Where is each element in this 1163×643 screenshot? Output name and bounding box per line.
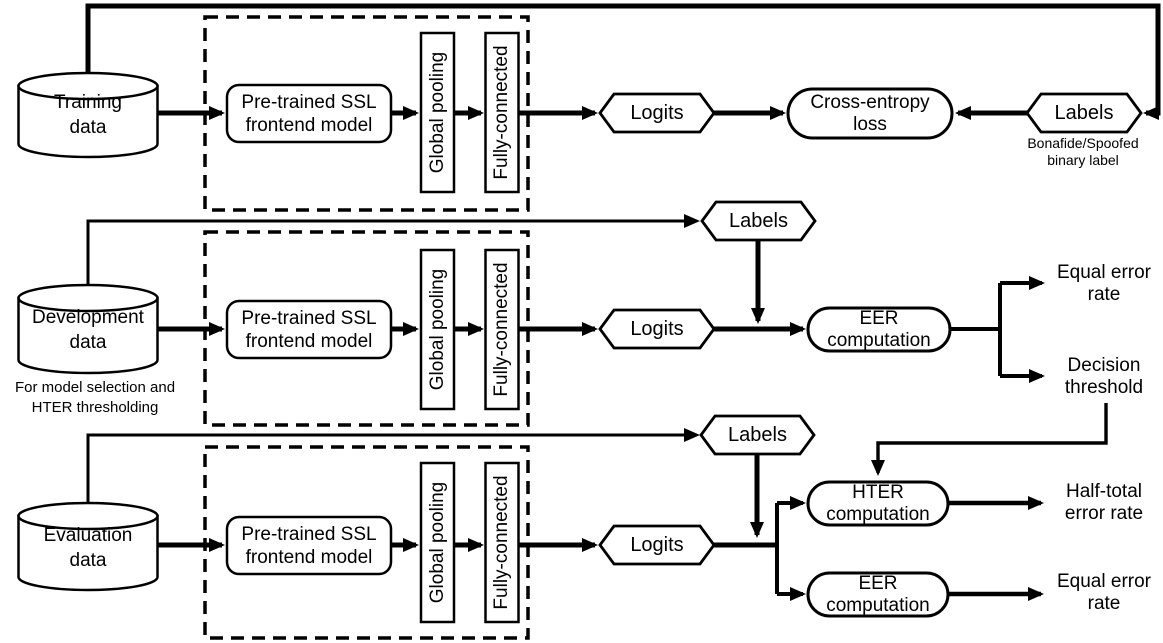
- global-pooling-label-1: Global pooling: [427, 51, 448, 174]
- global-pooling-label-3: Global pooling: [427, 481, 448, 604]
- training-labels-feedback-line: [85, 3, 1161, 120]
- labels-label-1: Labels: [1054, 101, 1114, 124]
- logits-hexagon-3: [598, 524, 716, 566]
- fully-connected-box-1: [484, 31, 520, 194]
- half-total-error-rate-label: Half-total error rate: [1064, 480, 1144, 524]
- cross-entropy-stadium: [786, 87, 954, 140]
- global-pooling-box-2: [419, 248, 456, 411]
- evaluation-to-labels-line: [86, 428, 700, 508]
- logits-label-2: Logits: [630, 317, 684, 340]
- labels-hexagon-3: [699, 414, 816, 456]
- fully-connected-label-3: Fully-connected: [491, 475, 512, 610]
- ssl-model-box-2: [225, 299, 393, 360]
- hter-computation-label: HTER computation: [826, 481, 930, 525]
- eer-output-branch-line: [950, 283, 1002, 376]
- fully-connected-box-3: [484, 461, 520, 624]
- training-data-cylinder-top: [17, 71, 159, 101]
- training-data-cylinder: [17, 84, 159, 159]
- global-pooling-label-2: Global pooling: [427, 268, 448, 391]
- labels-hexagon-1: [1025, 92, 1143, 134]
- ssl-model-box-3: [225, 515, 393, 576]
- labels-caption: Bonafide/Spoofed binary label: [1027, 135, 1139, 168]
- evaluation-data-cylinder: [17, 514, 159, 592]
- logits-hexagon-2: [598, 308, 716, 350]
- equal-error-rate-label-eval: Equal error rate: [1057, 570, 1151, 614]
- logits-label-3: Logits: [630, 533, 684, 556]
- logits-label-1: Logits: [630, 101, 684, 124]
- ssl-model-label-2: Pre-trained SSL frontend model: [241, 307, 377, 352]
- hter-computation-stadium: [806, 480, 950, 527]
- labels-hexagon-2: [700, 200, 817, 242]
- threshold-to-hter-line: [871, 403, 1108, 476]
- development-data-cylinder-top: [17, 283, 159, 313]
- labels-label-2: Labels: [729, 209, 788, 232]
- global-pooling-box-3: [419, 461, 456, 624]
- labels-label-3: Labels: [728, 423, 787, 446]
- development-to-labels-line: [86, 214, 700, 290]
- equal-error-rate-label-dev: Equal error rate: [1057, 261, 1151, 305]
- fully-connected-box-2: [484, 248, 520, 411]
- fully-connected-label-2: Fully-connected: [491, 262, 512, 397]
- development-data-cylinder: [17, 296, 159, 375]
- development-data-label: Development data: [32, 307, 144, 353]
- eer-computation-stadium-dev: [806, 306, 952, 353]
- evaluation-data-cylinder-top: [17, 501, 159, 531]
- logits-hexagon-1: [598, 92, 716, 134]
- development-data-caption: For model selection and HTER thresholdin…: [14, 379, 176, 416]
- ssl-model-box-1: [225, 83, 393, 144]
- evaluation-data-label: Evaluation data: [43, 525, 133, 571]
- eer-computation-stadium-eval: [806, 571, 950, 618]
- global-pooling-box-1: [419, 31, 456, 194]
- eer-computation-label-dev: EER computation: [827, 307, 931, 351]
- cross-entropy-label: Cross-entropy loss: [810, 91, 930, 135]
- ssl-model-label-3: Pre-trained SSL frontend model: [241, 523, 377, 568]
- fully-connected-label-1: Fully-connected: [491, 45, 512, 180]
- training-data-label: Training data: [54, 92, 122, 138]
- ssl-model-label-1: Pre-trained SSL frontend model: [241, 91, 377, 136]
- eer-computation-label-eval: EER computation: [826, 572, 930, 616]
- decision-threshold-label: Decision threshold: [1064, 354, 1144, 398]
